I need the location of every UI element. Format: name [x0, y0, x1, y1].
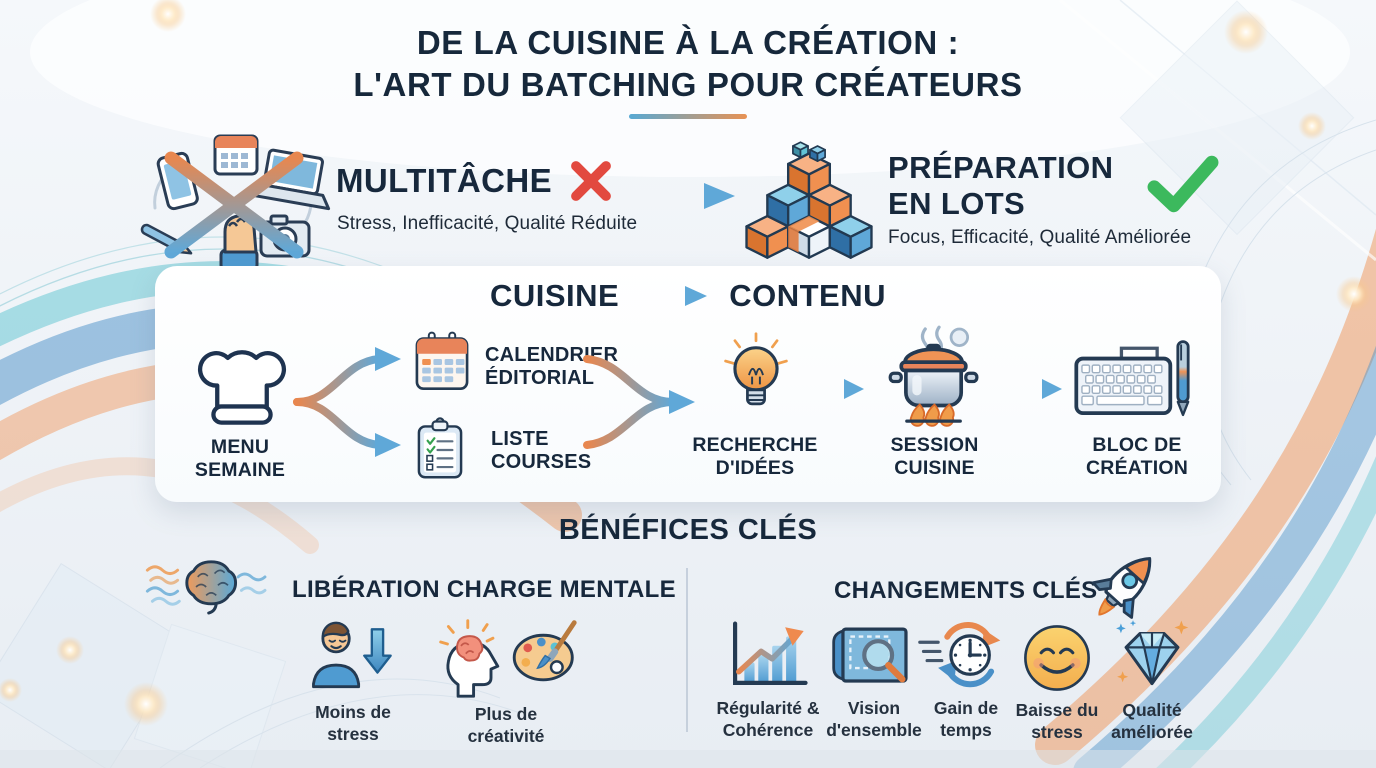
calm-person-down-arrow-icon — [312, 621, 392, 689]
comparison-arrow-icon — [644, 183, 735, 209]
process-arrow-icon — [1001, 379, 1062, 399]
batch-blocks-icon — [745, 141, 873, 259]
creative-head-palette-icon — [439, 619, 577, 698]
merge-arrows-icon — [583, 355, 695, 449]
batching-subtext: Focus, Efficacité, Qualité Améliorée — [888, 227, 1192, 248]
multitask-heading-row: MULTITÂCHE — [336, 158, 614, 204]
green-check-icon — [1147, 155, 1219, 213]
batching-heading: PRÉPARATION EN LOTS — [888, 150, 1114, 221]
mental-column-heading: LIBÉRATION CHARGE MENTALE — [292, 576, 676, 603]
benefit-label: Gain de temps — [933, 698, 999, 740]
process-card: CUISINE CONTENU MENU SEMAINE — [155, 266, 1221, 502]
benefit-label: Moins de stress — [315, 702, 391, 744]
process-heading-to: CONTENU — [729, 278, 887, 313]
keyboard-pen-icon — [1074, 340, 1190, 417]
step-liste-label: LISTE COURSES — [491, 428, 592, 473]
benefits-divider — [686, 568, 688, 732]
branch-arrows-icon — [293, 347, 401, 457]
multitask-crossed-icon — [140, 134, 331, 270]
cooking-pot-icon — [888, 325, 979, 427]
calendar-icon — [415, 331, 469, 391]
step-bloc-label: BLOC DE CRÉATION — [1086, 434, 1188, 479]
step-menu-label: MENU SEMAINE — [194, 436, 286, 481]
benefit-label: Plus de créativité — [467, 704, 545, 746]
title-underline — [629, 114, 747, 119]
step-idees-label: RECHERCHE D'IDÉES — [692, 434, 818, 479]
multitask-subtext: Stress, Inefficacité, Qualité Réduite — [337, 213, 638, 234]
process-heading-from: CUISINE — [489, 278, 620, 313]
smiley-face-icon — [1024, 625, 1090, 691]
multitask-heading: MULTITÂCHE — [336, 162, 553, 199]
header: DE LA CUISINE À LA CRÉATION : L'ART DU B… — [0, 22, 1376, 106]
rocket-icon — [1091, 557, 1152, 619]
benefit-item-qualite: Qualité améliorée — [1092, 618, 1212, 743]
benefit-label: Vision d'ensemble — [826, 698, 922, 740]
blueprint-magnifier-icon — [832, 627, 908, 683]
benefit-label: Régularité & Cohérence — [716, 698, 820, 740]
process-heading: CUISINE CONTENU — [155, 278, 1221, 314]
growth-chart-icon — [733, 621, 808, 685]
lightbulb-icon — [724, 332, 788, 406]
benefit-item-baisse-stress: Baisse du stress — [1000, 618, 1114, 743]
checklist-icon — [417, 417, 463, 479]
benefits-heading: BÉNÉFICES CLÉS — [558, 514, 818, 546]
benefit-label: Qualité améliorée — [1111, 700, 1193, 742]
benefit-item-gain-temps: Gain de temps — [910, 618, 1022, 741]
page-title-line1: DE LA CUISINE À LA CRÉATION : — [416, 24, 960, 61]
benefit-item-moins-stress: Moins de stress — [285, 618, 421, 745]
speed-clock-icon — [918, 622, 1001, 688]
benefit-item-vision: Vision d'ensemble — [818, 618, 930, 741]
benefit-label: Baisse du stress — [1015, 700, 1099, 742]
process-arrow-icon — [803, 379, 864, 399]
changes-column-heading: CHANGEMENTS CLÉS — [834, 577, 1098, 604]
step-session-label: SESSION CUISINE — [890, 434, 979, 479]
brain-waves-icon — [145, 560, 267, 615]
heading-arrow-icon — [639, 286, 708, 306]
benefit-item-plus-creativite: Plus de créativité — [428, 616, 584, 747]
benefit-item-regularite: Régularité & Cohérence — [704, 618, 832, 741]
red-cross-icon — [571, 161, 611, 201]
chef-hat-icon — [197, 350, 287, 425]
diamond-sparkle-icon — [1116, 620, 1189, 686]
page-title-line2: L'ART DU BATCHING POUR CRÉATEURS — [353, 66, 1023, 103]
